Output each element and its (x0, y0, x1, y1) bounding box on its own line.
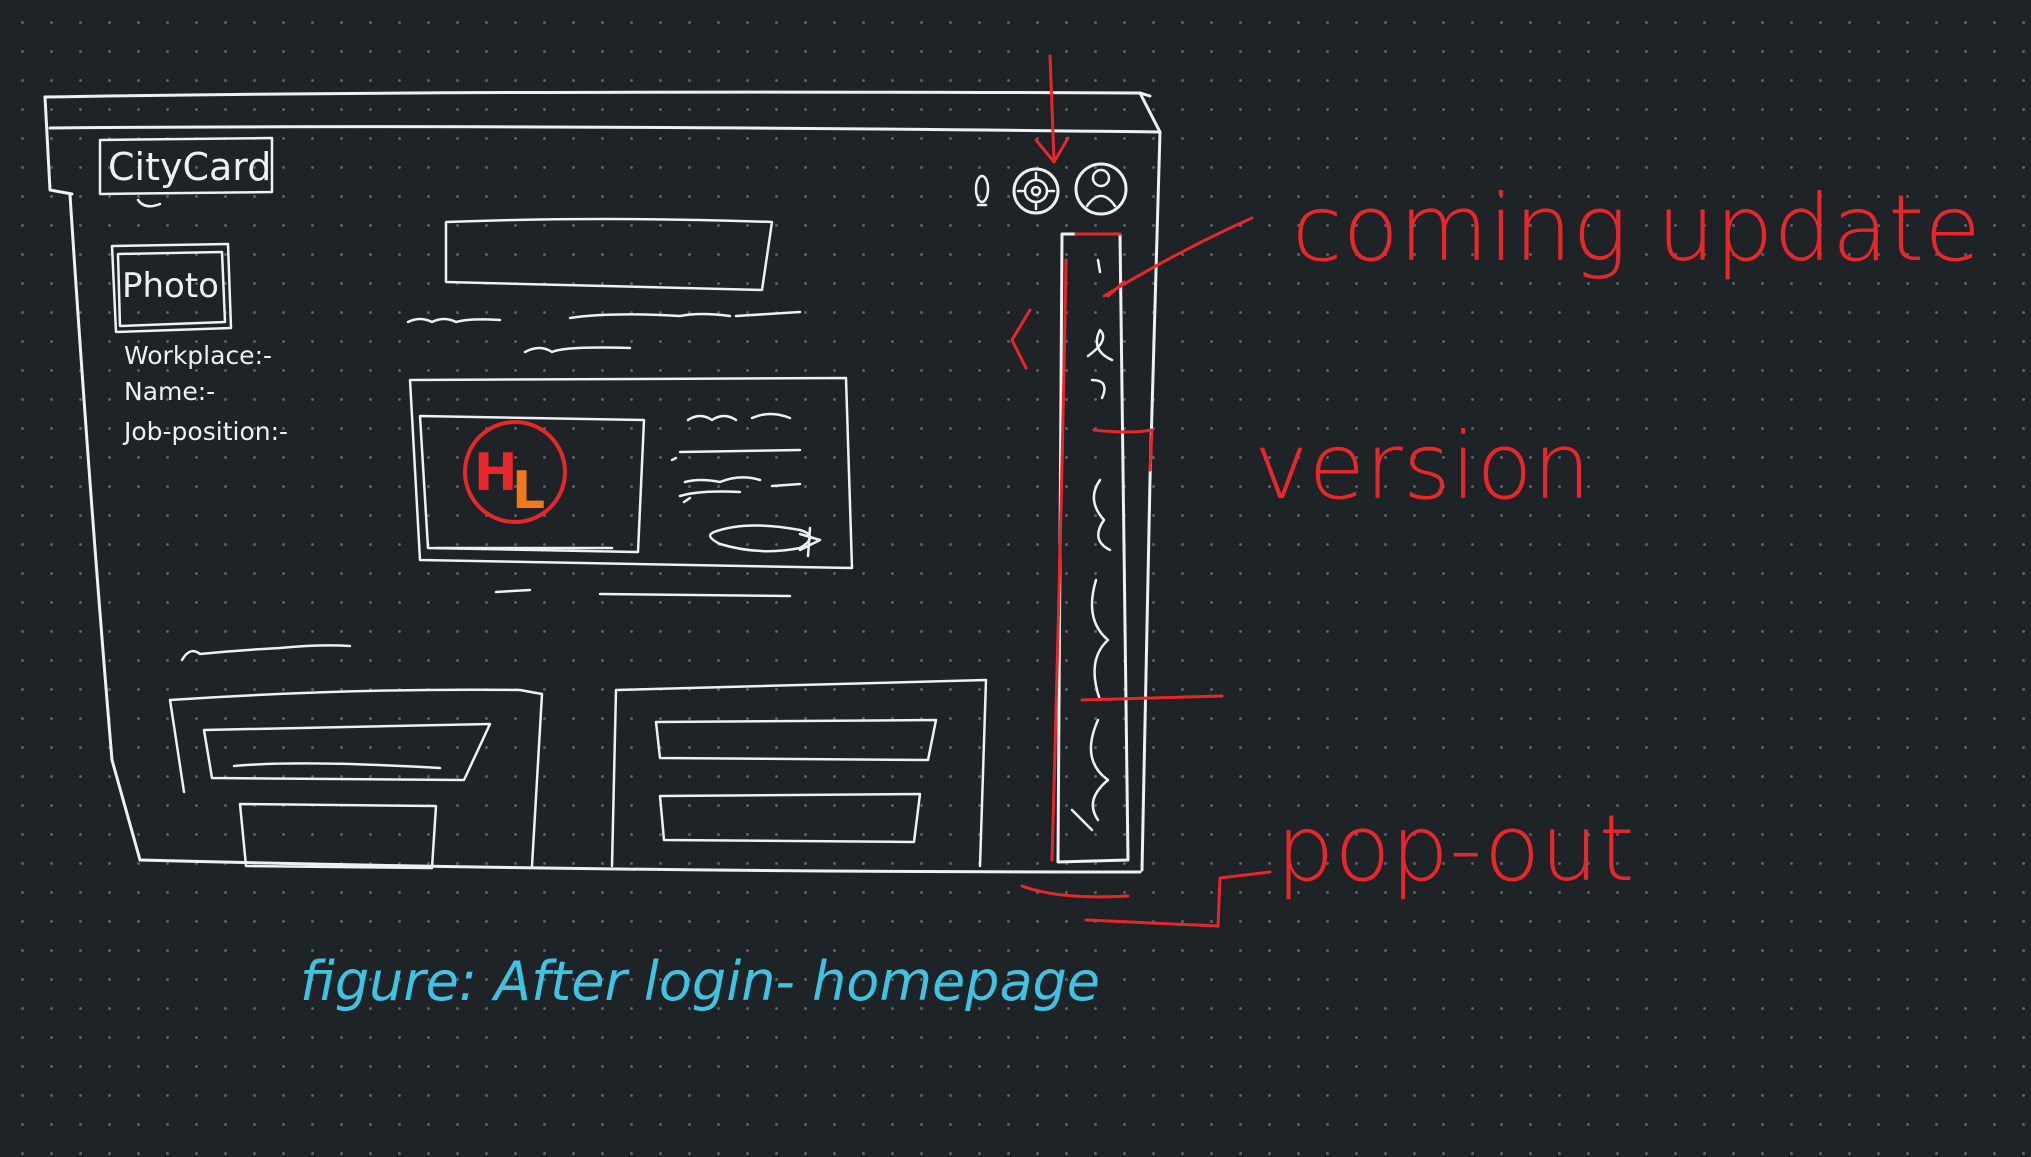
search-bar[interactable] (444, 217, 774, 292)
section-heading-scribble (180, 644, 352, 662)
window-frame (43, 90, 1162, 874)
subtitle-scribble (406, 310, 802, 324)
user-avatar-icon[interactable] (1074, 162, 1128, 216)
workplace-label: Workplace:- (124, 341, 272, 370)
coming-update-label: coming update (1292, 175, 1981, 282)
version-label: version (1254, 413, 1591, 520)
figure-caption: figure: After login- homepage (300, 950, 1100, 1013)
caption-scribble (494, 588, 792, 598)
photo-label: Photo (122, 266, 219, 306)
featured-card[interactable] (408, 376, 854, 570)
name-label: Name:- (124, 377, 215, 406)
brand-logo[interactable]: CityCard (98, 136, 274, 208)
bottom-card-left[interactable] (168, 688, 544, 870)
version-marker (1080, 428, 1224, 702)
card-action-button[interactable] (708, 524, 822, 558)
annotations: coming update version pop-out (1020, 54, 1981, 928)
coming-update-pointer (1102, 216, 1254, 298)
card-text-scribble (670, 412, 802, 504)
main-content: H L (168, 217, 988, 870)
tagline-scribble (523, 346, 632, 354)
logo-letter-h: H (474, 443, 518, 503)
company-logo: H L (463, 420, 567, 524)
settings-gear-icon[interactable] (1012, 167, 1060, 215)
panel-scribble (1070, 258, 1114, 832)
logo-letter-l: L (512, 461, 545, 521)
brand-name: CityCard (108, 145, 271, 189)
popout-bracket (1020, 870, 1272, 928)
notification-icon[interactable] (974, 174, 990, 207)
profile-photo[interactable]: Photo (110, 242, 233, 334)
settings-pointer-arrow (1034, 54, 1070, 164)
popout-panel[interactable] (1050, 232, 1130, 864)
collapse-arrow-icon[interactable] (1010, 308, 1032, 370)
bottom-card-right[interactable] (610, 678, 988, 868)
header: CityCard (98, 136, 1128, 216)
popout-label: pop-out (1276, 795, 1635, 902)
job-position-label: Job-position:- (122, 417, 288, 446)
profile-panel: Photo Workplace:- Name:- Job-position:- (110, 242, 288, 446)
